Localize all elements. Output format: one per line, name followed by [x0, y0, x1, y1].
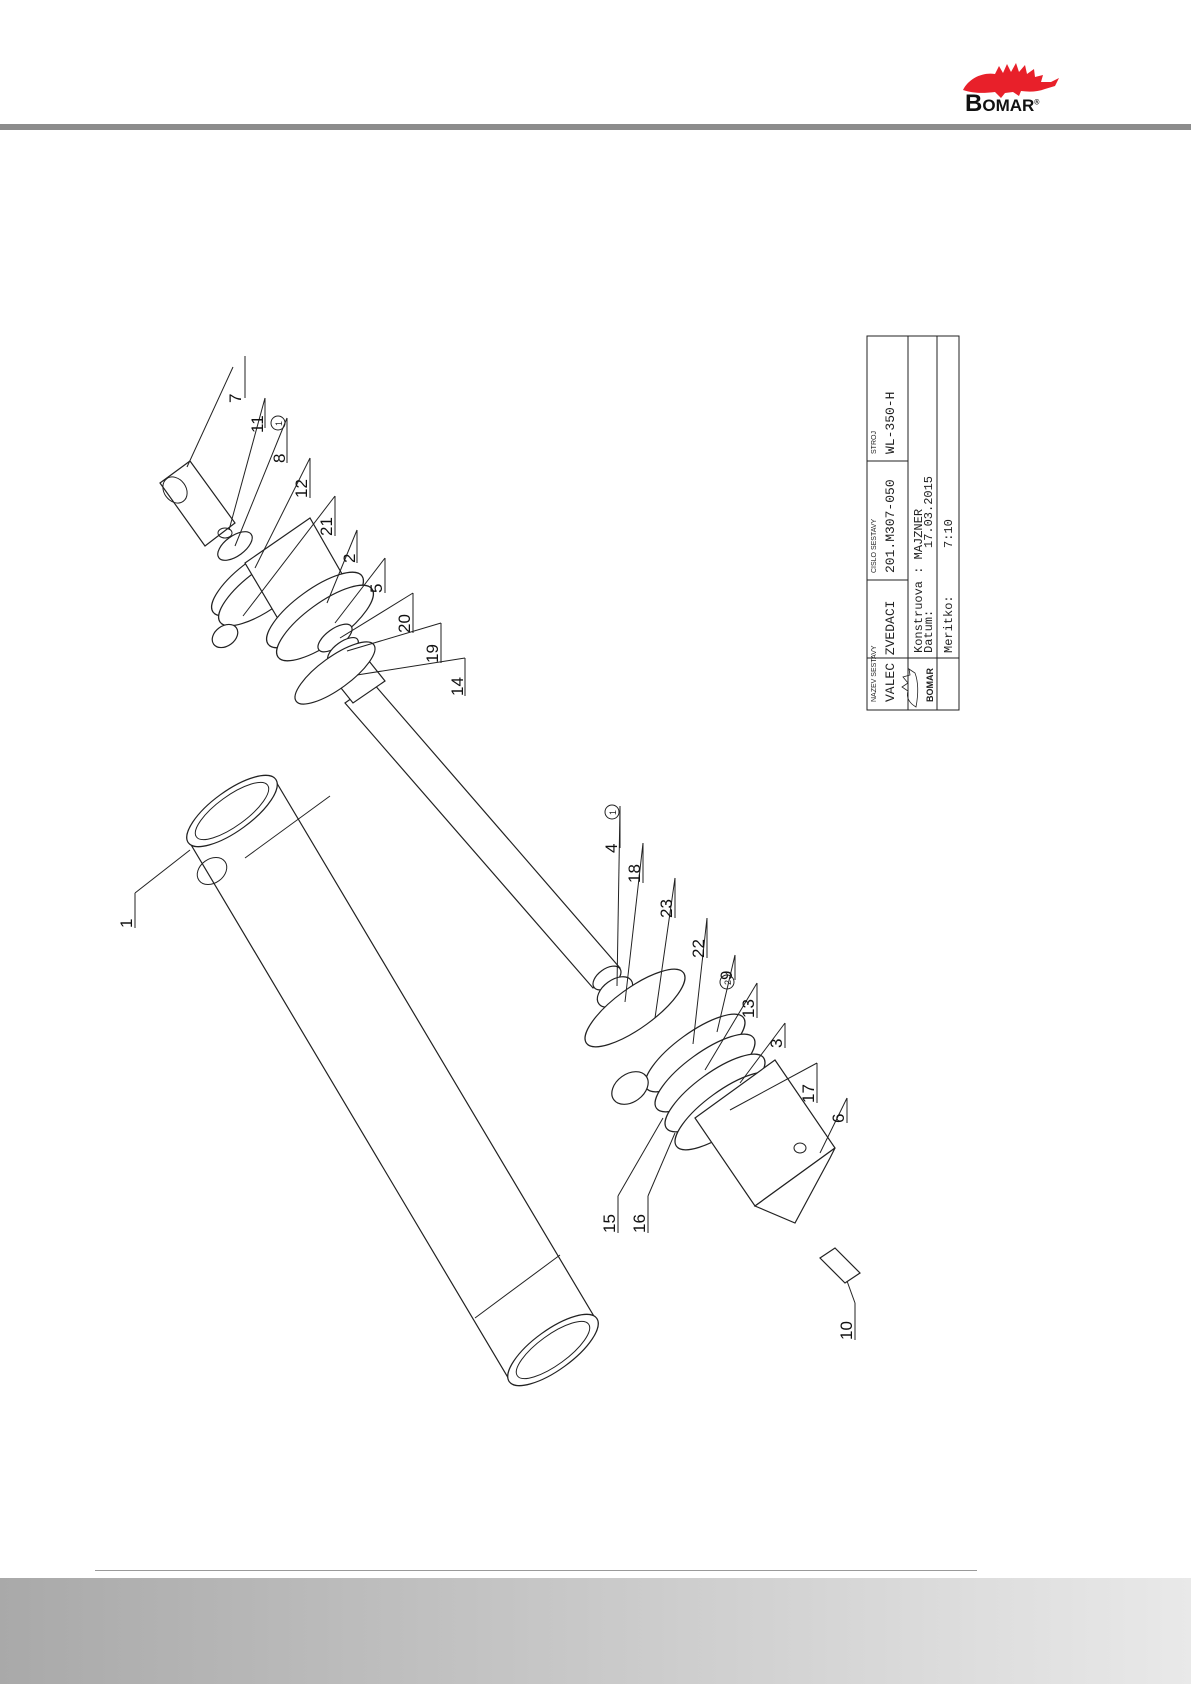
label-21: 21 [317, 517, 336, 536]
title-block: NAZEV SESTAVY VALEC ZVEDACI CISLO SESTAV… [867, 336, 959, 710]
cylinder-barrel [177, 763, 609, 1398]
tb-date-label: Datum: [922, 610, 936, 653]
tb-machine-value: WL-350-H [883, 392, 898, 454]
label-11: 11 [248, 415, 267, 433]
label-16: 16 [630, 1214, 649, 1233]
tb-number-value: 201.M307-050 [883, 479, 898, 573]
label-19: 19 [423, 644, 442, 663]
label-2: 2 [340, 554, 359, 563]
piston-rod [333, 656, 625, 995]
rod-end-parts [158, 461, 384, 714]
tb-scale-value: 7:10 [942, 519, 956, 548]
label-5: 5 [367, 584, 386, 593]
circled-8-text: 1 [274, 421, 284, 426]
label-18: 18 [625, 864, 644, 883]
piston-head-parts [575, 957, 860, 1283]
tb-machine-label: STROJ [871, 431, 878, 454]
label-17: 17 [799, 1084, 818, 1103]
tb-name-value: VALEC ZVEDACI [883, 601, 898, 702]
circled-9-text: 2 [723, 980, 733, 985]
label-10: 10 [837, 1321, 856, 1340]
tb-logo-text: BOMAR [925, 668, 935, 702]
exploded-assembly-drawing: NAZEV SESTAVY VALEC ZVEDACI CISLO SESTAV… [95, 318, 977, 1568]
brand-wordmark: BOMAR® [965, 90, 1039, 118]
label-13: 13 [739, 999, 758, 1018]
brand-initial: B [965, 90, 982, 117]
label-8: 8 [270, 454, 289, 463]
tb-scale-label: Meritko: [942, 595, 956, 653]
bottom-rule [95, 1570, 977, 1571]
label-15: 15 [600, 1214, 619, 1233]
label-6: 6 [829, 1114, 848, 1123]
label-1: 1 [117, 919, 136, 928]
tb-logo-icon: BOMAR [902, 668, 935, 707]
footer-band [0, 1578, 1191, 1684]
label-7: 7 [226, 394, 245, 403]
tb-name-label: NAZEV SESTAVY [871, 645, 878, 702]
brand-rest: OMAR [982, 96, 1034, 115]
label-20: 20 [395, 614, 414, 633]
registered-mark: ® [1034, 100, 1039, 107]
header-rule [0, 124, 1191, 130]
label-3: 3 [767, 1039, 786, 1048]
tb-number-label: CISLO SESTAVY [871, 518, 878, 573]
label-12: 12 [292, 479, 311, 498]
tb-date-value: 17.03.2015 [922, 476, 936, 548]
label-4: 4 [602, 844, 621, 853]
label-22: 22 [689, 939, 708, 958]
label-14: 14 [448, 677, 467, 696]
label-23: 23 [657, 899, 676, 918]
circled-4-text: 1 [608, 810, 618, 815]
